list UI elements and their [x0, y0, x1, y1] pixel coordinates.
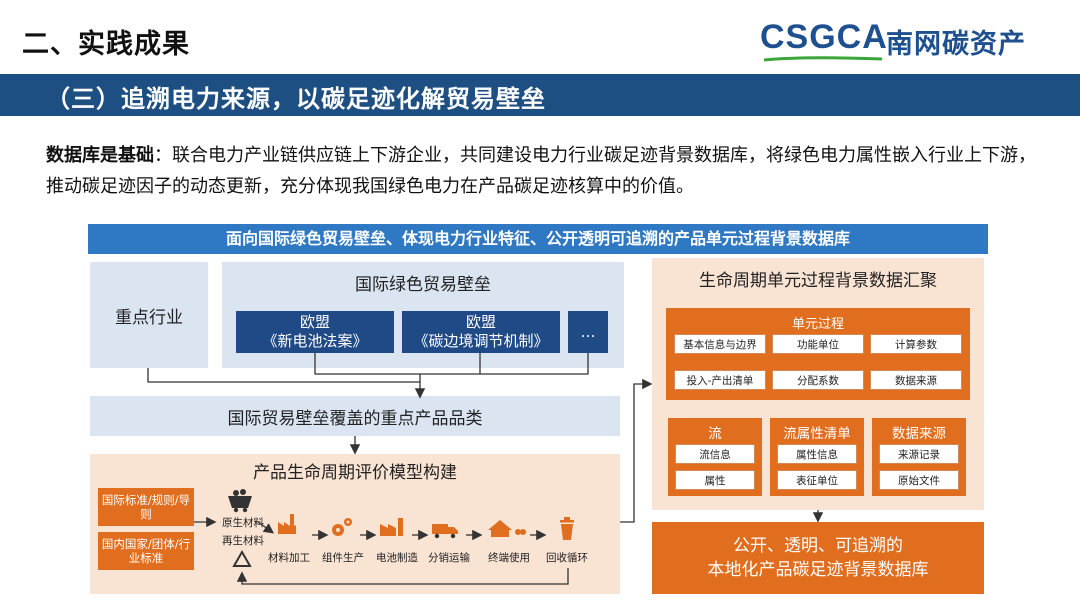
domestic-standards-box: 国内国家/团体/行业标准 — [98, 532, 194, 570]
section-banner-title: （三）追溯电力来源，以碳足迹化解贸易壁垒 — [46, 85, 546, 113]
page-title: 二、实践成果 — [22, 29, 190, 60]
trash-bin-icon — [560, 517, 574, 540]
mine-cart-icon — [228, 489, 252, 513]
eu-2-line1: 欧盟 — [465, 313, 496, 331]
result-line2: 本地化产品碳足迹背景数据库 — [707, 560, 929, 580]
eu-1-line1: 欧盟 — [299, 313, 330, 331]
gears-icon — [332, 518, 352, 536]
flow-title: 流 — [708, 426, 722, 442]
unit-cell-io-inventory: 投入-产出清单 — [674, 370, 766, 390]
house-icon — [488, 520, 526, 537]
more-barriers-box: … — [568, 311, 608, 353]
flow-cell-attribute: 属性 — [675, 470, 755, 490]
unit-cell-basic-info: 基本信息与边界 — [674, 334, 766, 354]
unit-cell-data-source: 数据来源 — [870, 370, 962, 390]
international-standards-box: 国际标准/规则/导则 — [98, 488, 194, 526]
company-logo: CSGCA 南网碳资产 — [760, 16, 1060, 62]
truck-icon — [432, 524, 458, 539]
source-cell-original: 原始文件 — [879, 470, 959, 490]
unit-cell-allocation: 分配系数 — [772, 370, 864, 390]
source-cell-record: 来源记录 — [879, 444, 959, 464]
lifecycle-data-summary-title: 生命周期单元过程背景数据汇聚 — [699, 271, 937, 291]
step-material-processing: 材料加工 — [268, 552, 310, 564]
material-virgin-label: 原生材料 — [222, 517, 264, 529]
unit-cell-functional-unit: 功能单位 — [772, 334, 864, 354]
trade-barrier-title: 国际绿色贸易壁垒 — [355, 275, 491, 295]
logo-chinese-text: 南网碳资产 — [886, 29, 1026, 60]
flow-cell-info: 流信息 — [675, 444, 755, 464]
step-battery-manufacturing: 电池制造 — [376, 552, 418, 564]
key-industry-box: 重点行业 — [90, 262, 208, 368]
attr-cell-info: 属性信息 — [777, 444, 857, 464]
result-line1: 公开、透明、可追溯的 — [733, 536, 903, 556]
eu-1-line2: 《新电池法案》 — [262, 332, 368, 350]
intro-text: ：联合电力产业链供应链上下游企业，共同建设电力行业碳足迹背景数据库，将绿色电力属… — [46, 145, 1036, 197]
data-source-title: 数据来源 — [892, 426, 946, 442]
eu-2-line2: 《碳边境调节机制》 — [413, 332, 549, 350]
intro-lead: 数据库是基础 — [46, 145, 154, 166]
material-recycled-label: 再生材料 — [222, 535, 264, 547]
unit-cell-calc-params: 计算参数 — [870, 334, 962, 354]
coverage-box: 国际贸易壁垒覆盖的重点产品品类 — [90, 396, 620, 436]
intro-paragraph: 数据库是基础：联合电力产业链供应链上下游企业，共同建设电力行业碳足迹背景数据库，… — [46, 140, 1046, 202]
step-component-production: 组件生产 — [322, 552, 364, 564]
lca-model-title: 产品生命周期评价模型构建 — [253, 463, 457, 483]
logo-swoosh-icon — [764, 56, 882, 62]
step-end-use: 终端使用 — [488, 552, 530, 564]
step-recycling: 回收循环 — [546, 552, 588, 564]
logo-latin-text: CSGCA — [760, 18, 888, 56]
factory-icon — [278, 514, 296, 534]
recycle-icon — [232, 549, 252, 567]
eu-battery-regulation-box: 欧盟《新电池法案》 — [236, 311, 394, 353]
diagram-header: 面向国际绿色贸易壁垒、体现电力行业特征、公开透明可追溯的产品单元过程背景数据库 — [88, 224, 988, 254]
unit-process-title: 单元过程 — [791, 317, 844, 332]
flow-attribute-list-title: 流属性清单 — [783, 426, 851, 442]
section-banner — [0, 74, 1080, 116]
attr-cell-unit: 表征单位 — [777, 470, 857, 490]
eu-cbam-box: 欧盟《碳边境调节机制》 — [402, 311, 560, 353]
step-distribution-transport: 分销运输 — [428, 552, 470, 564]
result-database-box: 公开、透明、可追溯的本地化产品碳足迹背景数据库 — [652, 522, 984, 594]
battery-factory-icon — [380, 518, 403, 536]
